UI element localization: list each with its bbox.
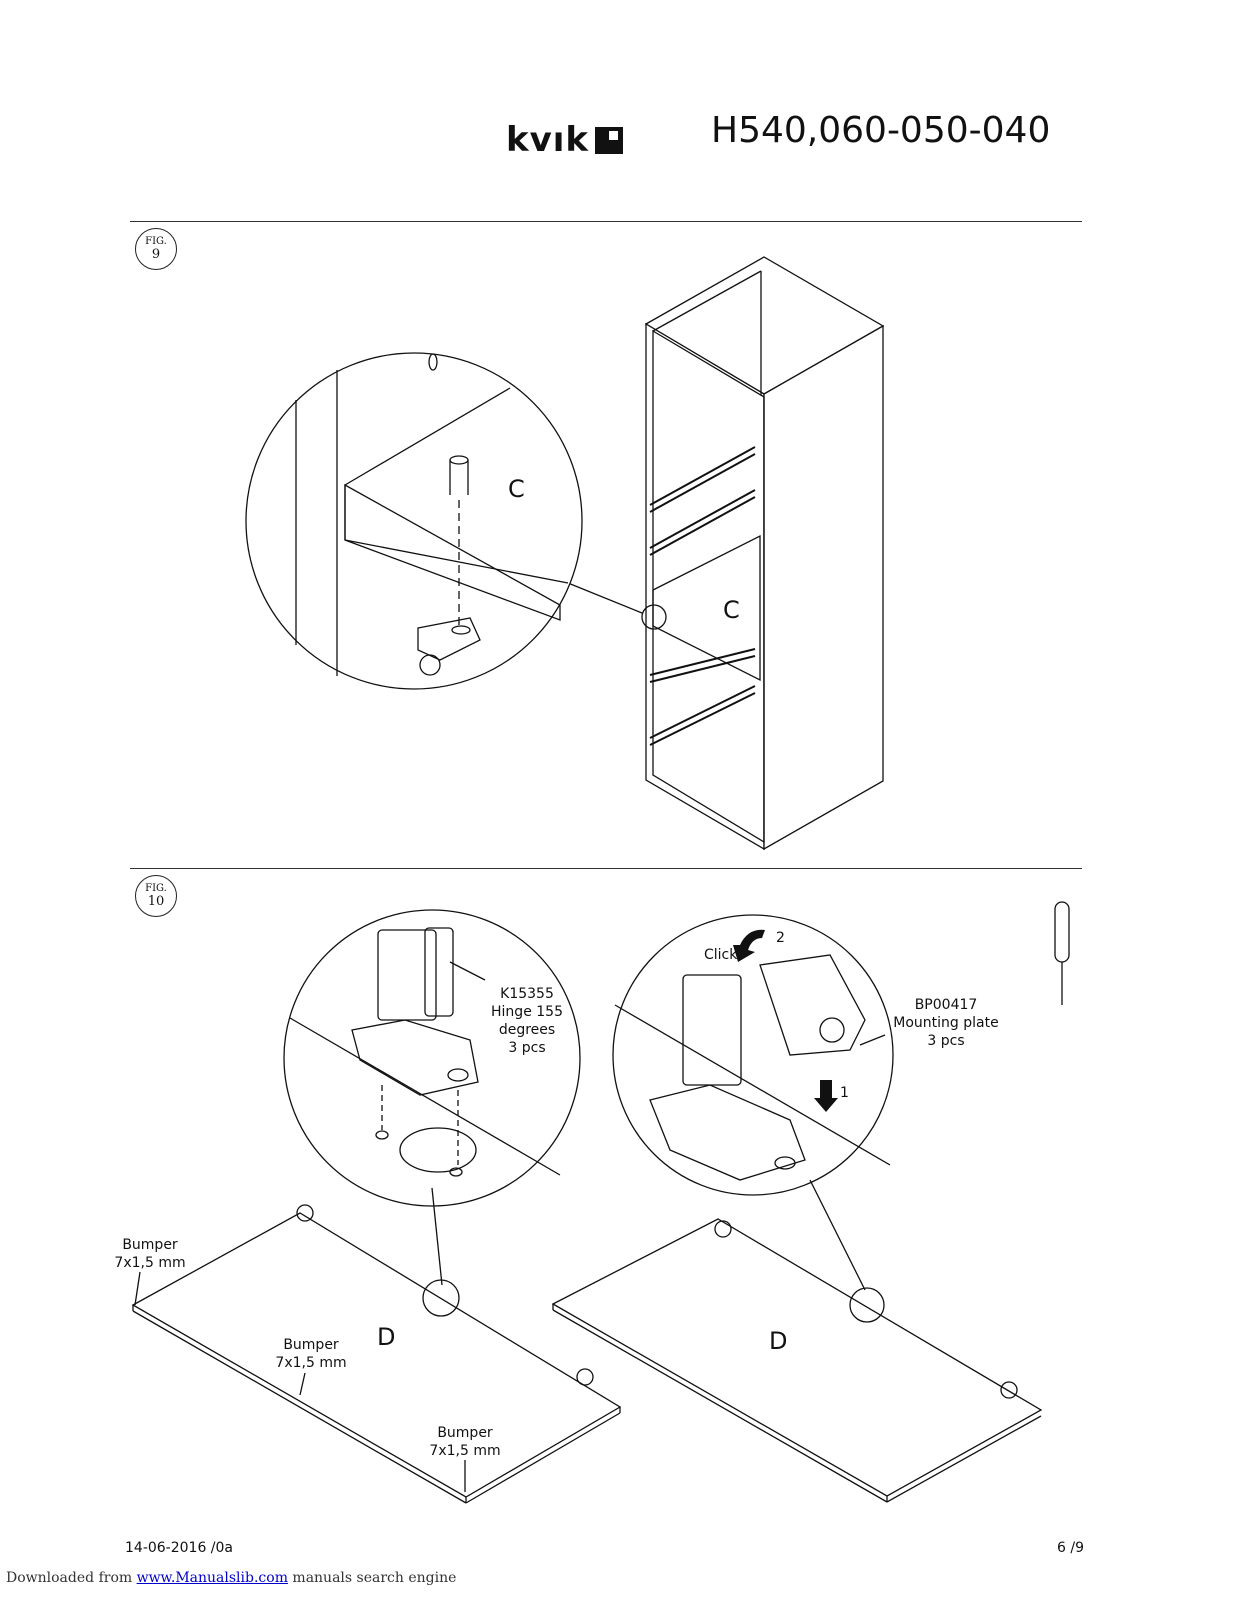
hinge-desc: Hinge 155 degrees [491,1004,563,1038]
rotate-arrow-icon [733,929,765,962]
plate-qty: 3 pcs [927,1033,965,1049]
bumper-label: Bumper 7x1,5 mm [273,1336,349,1372]
door-letter-right: D [769,1327,788,1355]
cabinet-drawing [567,256,885,851]
hinge-detail-circle [283,909,581,1286]
bumper-label-size: 7x1,5 mm [114,1255,186,1271]
fig9-badge: FIG. 9 [135,228,177,270]
plate-detail-circle [612,914,894,1291]
fig10-divider [130,868,1082,869]
bumper-label: Bumper 7x1,5 mm [427,1424,503,1460]
hinge-qty: 3 pcs [508,1040,546,1056]
fig9-divider [130,221,1082,222]
footer-page-number: 6 /9 [1057,1540,1084,1556]
download-prefix: Downloaded from [6,1570,137,1586]
plate-desc: Mounting plate [893,1015,999,1031]
push-arrow-icon [814,1080,838,1112]
door-panel-left [131,1204,622,1504]
manualslib-link[interactable]: www.Manualslib.com [136,1570,288,1586]
bumper-label-title: Bumper [122,1237,178,1253]
door-letter-left: D [377,1323,396,1351]
brand-logo-text: kvık [506,120,590,160]
plate-code: BP00417 [914,997,978,1013]
bumper-label-title: Bumper [283,1337,339,1353]
download-attribution: Downloaded from www.Manualslib.com manua… [6,1570,456,1586]
step-1-label: 1 [840,1085,849,1101]
bumper-label-size: 7x1,5 mm [275,1355,347,1371]
hinge-code: K15355 [500,986,554,1002]
fig10-badge-number: 10 [147,894,165,909]
fig10-badge-label: FIG. [145,883,167,894]
fig9-badge-number: 9 [151,247,161,262]
footer-date: 14-06-2016 /0a [125,1540,234,1556]
brand-logo-mark [595,127,623,154]
bumper-label-size: 7x1,5 mm [429,1443,501,1459]
bumper-label-title: Bumper [437,1425,493,1441]
document-code: H540,060-050-040 [711,110,1051,151]
bumper-label: Bumper 7x1,5 mm [112,1236,188,1272]
hinge-label: K15355 Hinge 155 degrees 3 pcs [462,985,592,1057]
fig10-badge: FIG. 10 [135,875,177,917]
click-label: Click [704,947,738,963]
screwdriver-icon [1054,901,1070,1005]
download-suffix: manuals search engine [287,1570,457,1586]
fig9-badge-label: FIG. [145,236,167,247]
fig9-cabinet-letter: C [723,596,740,624]
fig9-detail-circle [245,352,583,690]
step-2-label: 2 [776,930,785,946]
door-panel-right [551,1218,1043,1503]
plate-label: BP00417 Mounting plate 3 pcs [890,996,1002,1050]
fig9-detail-letter: C [508,475,525,503]
